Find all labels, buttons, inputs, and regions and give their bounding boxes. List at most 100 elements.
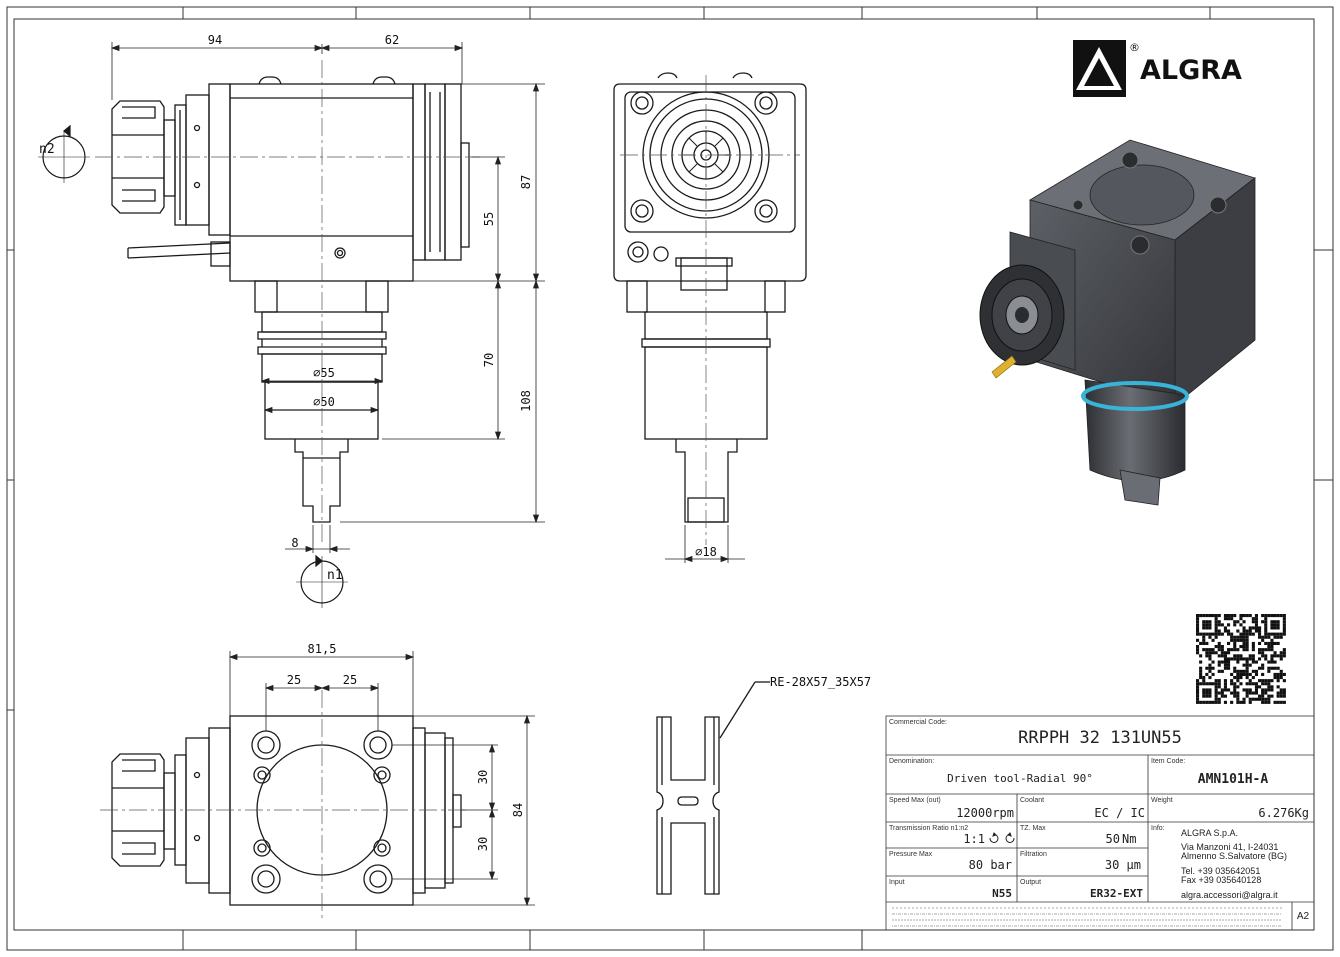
dim-dia-50: ⌀50 xyxy=(313,395,335,409)
qr-module xyxy=(1264,691,1268,695)
qr-module xyxy=(1264,688,1268,692)
qr-module xyxy=(1242,648,1246,652)
qr-module xyxy=(1211,682,1215,686)
qr-module xyxy=(1282,614,1286,618)
qr-module xyxy=(1205,648,1209,652)
qr-module xyxy=(1242,663,1246,667)
qr-module xyxy=(1282,679,1286,683)
qr-module xyxy=(1254,629,1258,633)
qr-module xyxy=(1223,629,1227,633)
qr-module xyxy=(1196,691,1200,695)
qr-module xyxy=(1264,635,1268,639)
qr-module xyxy=(1236,654,1240,658)
qr-module xyxy=(1261,635,1265,639)
qr-module xyxy=(1242,669,1246,673)
qr-module xyxy=(1205,666,1209,670)
rotation-n1-label: n1 xyxy=(327,568,343,583)
qr-module xyxy=(1217,620,1221,624)
qr-module xyxy=(1199,654,1203,658)
qr-module xyxy=(1245,672,1249,676)
qr-module xyxy=(1211,672,1215,676)
qr-module xyxy=(1211,614,1215,618)
qr-module xyxy=(1220,669,1224,673)
qr-module xyxy=(1220,645,1224,649)
qr-module xyxy=(1205,688,1209,692)
qr-module xyxy=(1258,679,1262,683)
output-label: Output xyxy=(1020,879,1041,886)
qr-module xyxy=(1202,635,1206,639)
qr-module xyxy=(1270,679,1274,683)
qr-module xyxy=(1251,626,1255,630)
qr-module xyxy=(1211,666,1215,670)
qr-module xyxy=(1264,617,1268,621)
top-view-dimension-lines xyxy=(228,651,535,907)
qr-module xyxy=(1279,632,1283,636)
qr-module xyxy=(1270,660,1274,664)
qr-module xyxy=(1214,632,1218,636)
qr-module xyxy=(1270,666,1274,670)
qr-module xyxy=(1196,626,1200,630)
speed-value: 12000rpm xyxy=(956,806,1014,820)
rotation-direction-icons xyxy=(989,832,1015,843)
qr-module xyxy=(1279,672,1283,676)
qr-module xyxy=(1205,632,1209,636)
qr-module xyxy=(1223,694,1227,698)
coolant-label: Coolant xyxy=(1020,797,1044,804)
detail-key-profile xyxy=(656,681,770,895)
qr-module xyxy=(1236,620,1240,624)
qr-module xyxy=(1233,654,1237,658)
qr-module xyxy=(1273,660,1277,664)
qr-module xyxy=(1273,632,1277,636)
front-view xyxy=(613,72,807,523)
qr-module xyxy=(1282,648,1286,652)
qr-module xyxy=(1279,691,1283,695)
qr-module xyxy=(1202,632,1206,636)
qr-module xyxy=(1261,694,1265,698)
qr-module xyxy=(1242,657,1246,661)
qr-module xyxy=(1254,682,1258,686)
qr-module xyxy=(1242,697,1246,701)
qr-module xyxy=(1248,626,1252,630)
qr-module xyxy=(1214,691,1218,695)
qr-module xyxy=(1258,694,1262,698)
qr-module xyxy=(1242,614,1246,618)
qr-module xyxy=(1267,694,1271,698)
qr-module xyxy=(1270,626,1274,630)
qr-module xyxy=(1258,635,1262,639)
qr-module xyxy=(1282,694,1286,698)
item-code-label: Item Code: xyxy=(1151,758,1185,765)
qr-module xyxy=(1208,694,1212,698)
registered-mark: ® xyxy=(1129,41,1140,54)
qr-module xyxy=(1251,632,1255,636)
qr-module xyxy=(1196,620,1200,624)
qr-module xyxy=(1264,682,1268,686)
qr-module xyxy=(1270,623,1274,627)
qr-module xyxy=(1199,676,1203,680)
filtration-value: 30 µm xyxy=(1105,858,1141,872)
qr-module xyxy=(1270,654,1274,658)
qr-module xyxy=(1236,657,1240,661)
qr-module xyxy=(1220,632,1224,636)
qr-module xyxy=(1276,694,1280,698)
dim-dia-55: ⌀55 xyxy=(313,366,335,380)
qr-module xyxy=(1220,651,1224,655)
sheet-inner-border xyxy=(13,18,1315,931)
qr-module xyxy=(1220,691,1224,695)
qr-module xyxy=(1267,697,1271,701)
qr-module xyxy=(1223,685,1227,689)
qr-module xyxy=(1196,632,1200,636)
qr-module xyxy=(1264,648,1268,652)
qr-module xyxy=(1239,654,1243,658)
qr-module xyxy=(1270,694,1274,698)
sheet-size: A2 xyxy=(1297,911,1310,922)
qr-module xyxy=(1276,654,1280,658)
qr-module xyxy=(1242,688,1246,692)
qr-module xyxy=(1254,617,1258,621)
qr-module xyxy=(1248,632,1252,636)
qr-module xyxy=(1205,623,1209,627)
qr-module xyxy=(1248,688,1252,692)
qr-module xyxy=(1242,672,1246,676)
qr-module xyxy=(1261,679,1265,683)
qr-module xyxy=(1230,672,1234,676)
qr-module xyxy=(1251,617,1255,621)
